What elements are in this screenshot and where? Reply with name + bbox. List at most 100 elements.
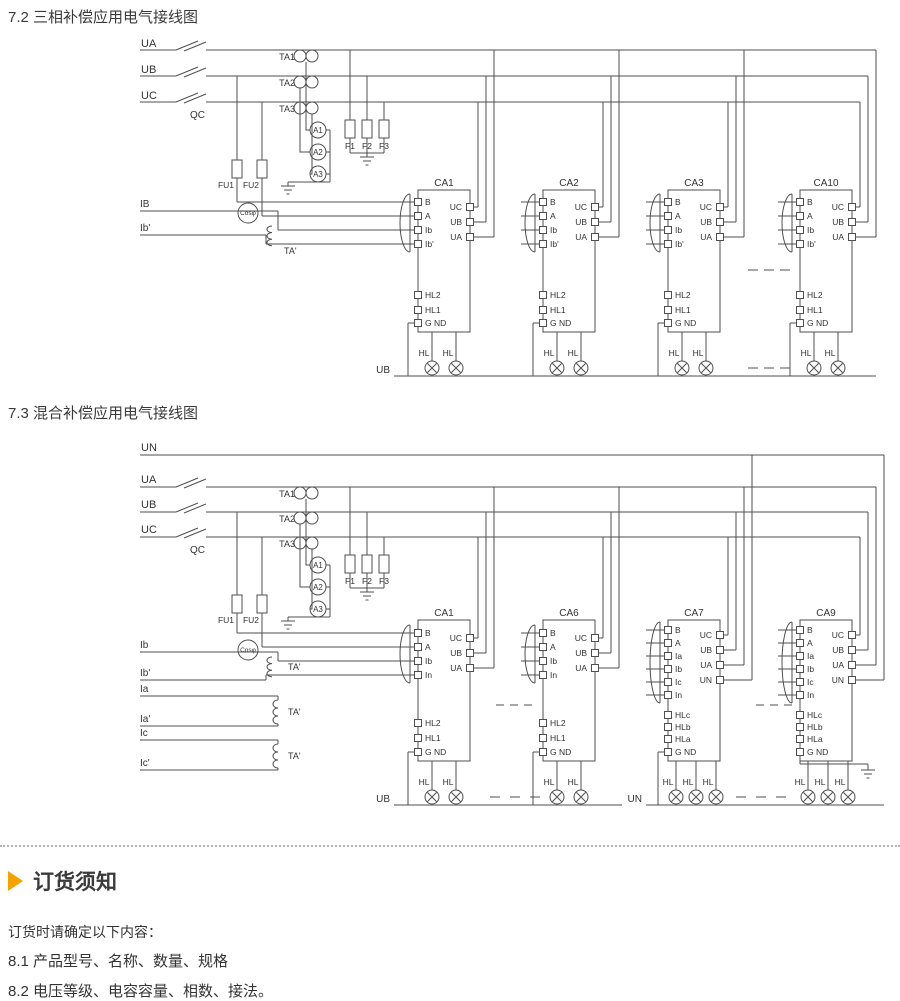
breaker-icon [175, 477, 207, 539]
terminal-square [796, 626, 804, 634]
terminal-square [848, 203, 856, 211]
cos-phi-meter-icon [237, 639, 259, 661]
terminal-label: A [425, 642, 431, 652]
plug-connector-icon [649, 621, 661, 704]
terminal-label: HLc [807, 710, 823, 720]
lamp-label: HL [568, 348, 579, 358]
terminal-square [414, 306, 422, 314]
terminal-square [414, 291, 422, 299]
fuse-icon [256, 594, 268, 614]
indicator-lamp-icon [691, 792, 701, 802]
ordering-section-title: 订货须知 [8, 866, 117, 896]
terminal-label: B [807, 625, 813, 635]
terminal-square [414, 734, 422, 742]
terminal-label: UN [700, 675, 712, 685]
terminal-label: Ib [550, 656, 557, 666]
indicator-lamp-icon [809, 363, 819, 373]
terminal-square [539, 306, 547, 314]
fuse-icon [378, 119, 390, 139]
terminal-square [664, 678, 672, 686]
terminal-square [539, 319, 547, 327]
terminal-label: UN [832, 675, 844, 685]
lamp-label: HL [825, 348, 836, 358]
terminal-square [848, 218, 856, 226]
lamp-label: HL [443, 777, 454, 787]
terminal-square [539, 671, 547, 679]
terminal-square [414, 719, 422, 727]
plug-connector-icon [524, 624, 536, 684]
module-box [799, 189, 853, 333]
terminal-square [414, 629, 422, 637]
terminal-square [414, 240, 422, 248]
terminal-square [539, 212, 547, 220]
bottom-bus-label-un: UN [628, 794, 642, 805]
terminal-label: Ib [550, 225, 557, 235]
ct-label-ta2: TA2 [279, 514, 295, 524]
terminal-square [414, 319, 422, 327]
plug-connector-icon [524, 193, 536, 253]
terminal-square [414, 212, 422, 220]
terminal-square [796, 291, 804, 299]
ground-icon [360, 156, 374, 166]
breaker-label-qc: QC [190, 545, 205, 556]
terminal-label: UB [832, 217, 844, 227]
terminal-square [796, 735, 804, 743]
terminal-square [539, 643, 547, 651]
indicator-lamp-icon [833, 363, 843, 373]
fuse-label-fu1: FU1 [218, 180, 234, 190]
terminal-label: UA [450, 232, 462, 242]
ammeter-icon [309, 556, 327, 618]
fuse-label-f3: F3 [379, 576, 389, 586]
terminal-label: HLa [807, 734, 823, 744]
ct-label-ta1: TA1 [279, 52, 295, 62]
terminal-label: Ib [807, 664, 814, 674]
terminal-square [716, 646, 724, 654]
ordering-item-1: 8.1 产品型号、名称、数量、规格 [8, 953, 229, 970]
cos-phi-meter-icon [237, 202, 259, 224]
section-7-3-title: 7.3 混合补偿应用电气接线图 [8, 405, 199, 422]
terminal-label: Ib' [807, 239, 816, 249]
module-name: CA10 [813, 178, 838, 189]
module-box [542, 189, 596, 333]
fuse-label-fu1: FU1 [218, 615, 234, 625]
lamp-label: HL [683, 777, 694, 787]
current-label-ib: IB [140, 199, 150, 210]
terminal-label: Ia [675, 651, 682, 661]
terminal-square [414, 226, 422, 234]
continuation-dashes [748, 269, 790, 369]
plug-connector-icon [781, 621, 793, 704]
ammeter-label-a3: A3 [313, 170, 323, 179]
fuse-icon [361, 119, 373, 139]
module-name: CA2 [559, 178, 579, 189]
terminal-label: Ic [807, 677, 814, 687]
bus-label-ua: UA [141, 38, 157, 50]
indicator-lamp-icon [552, 363, 562, 373]
terminal-label: Ib [425, 656, 432, 666]
terminal-square [664, 748, 672, 756]
bus-label-un: UN [141, 442, 157, 454]
current-label-ia: Ia [140, 684, 149, 695]
bus-label-uc: UC [141, 524, 157, 536]
fuse-icon [344, 119, 356, 139]
ct-coil-icon [272, 699, 279, 725]
terminal-label: Ib [675, 225, 682, 235]
terminal-square [466, 203, 474, 211]
terminal-square [796, 226, 804, 234]
fuse-icon [256, 159, 268, 179]
lamp-label: HL [544, 777, 555, 787]
bus-label-ub: UB [141, 64, 156, 76]
bus-label-ua: UA [141, 474, 157, 486]
terminal-label: UA [450, 663, 462, 673]
terminal-label: UA [832, 660, 844, 670]
module-name: CA1 [434, 608, 454, 619]
terminal-label: Ib [425, 225, 432, 235]
ammeter-label-a2: A2 [313, 148, 323, 157]
terminal-square [796, 711, 804, 719]
terminal-label: UC [832, 630, 844, 640]
indicator-lamp-icon [451, 792, 461, 802]
terminal-label: Ib' [550, 239, 559, 249]
terminal-square [664, 291, 672, 299]
terminal-label: HL2 [550, 290, 566, 300]
